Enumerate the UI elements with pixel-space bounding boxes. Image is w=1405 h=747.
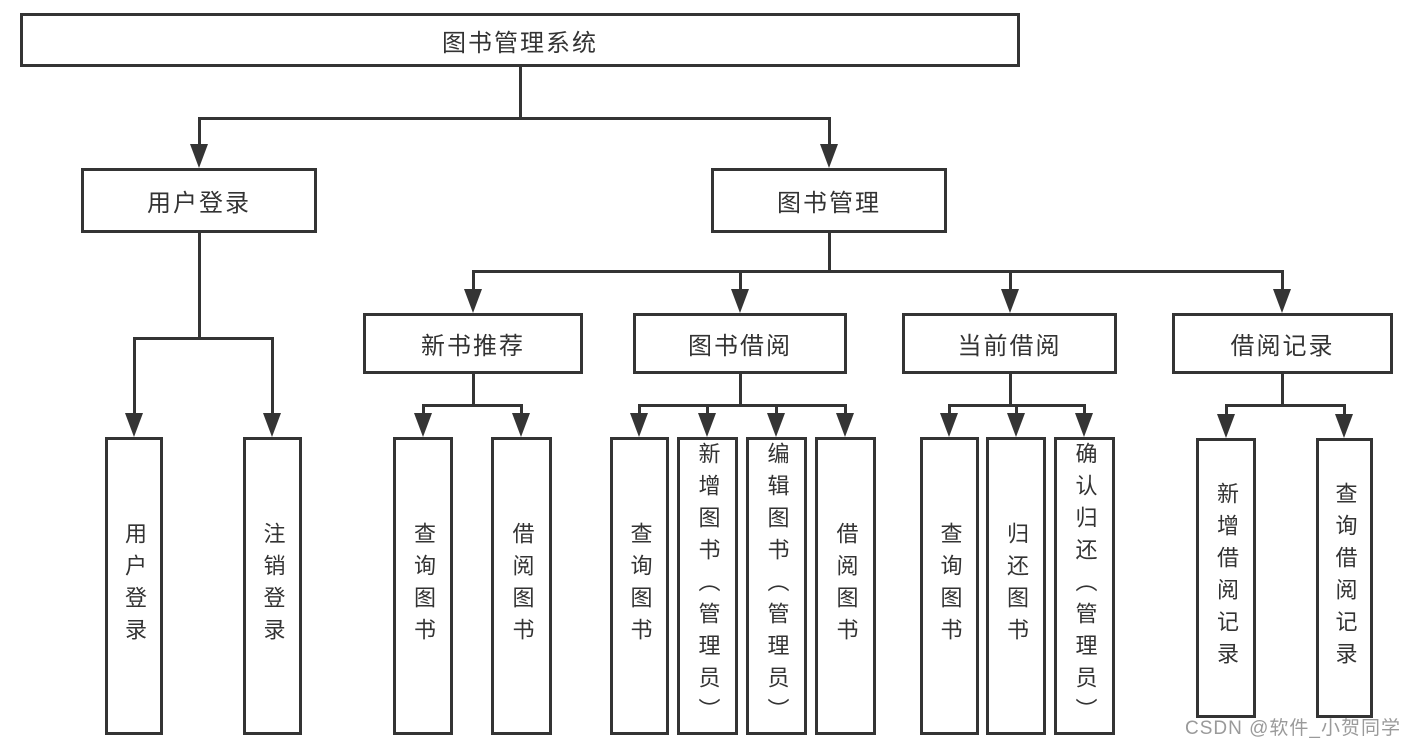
leaf-borrow-book: 借阅图书 bbox=[815, 437, 876, 735]
leaf-label: 新增借阅记录 bbox=[1214, 482, 1239, 674]
leaf-label: 确认归还（管理员） bbox=[1072, 442, 1098, 730]
connector-leaf-drop bbox=[422, 404, 425, 416]
arrow-down-icon bbox=[263, 413, 281, 437]
arrow-down-icon bbox=[464, 289, 482, 313]
leaf-query-book: 查询图书 bbox=[393, 437, 453, 735]
leaf-label: 编辑图书（管理员） bbox=[764, 442, 790, 730]
arrow-down-icon bbox=[1273, 289, 1291, 313]
arrow-down-icon bbox=[630, 413, 648, 437]
connector-leaf-drop bbox=[1083, 404, 1086, 416]
connector-book-mgmt-drop bbox=[828, 117, 831, 145]
connector-leaf-drop bbox=[520, 404, 523, 416]
connector-leaf-drop bbox=[844, 404, 847, 416]
leaf-edit-book-admin: 编辑图书（管理员） bbox=[746, 437, 807, 735]
connector-new-book-rec-trunk bbox=[472, 374, 475, 407]
node-book-mgmt: 图书管理 bbox=[711, 168, 947, 233]
leaf-add-book-admin: 新增图书（管理员） bbox=[677, 437, 738, 735]
leaf-label: 归还图书 bbox=[1004, 522, 1029, 650]
connector-leaf-drop bbox=[706, 404, 709, 416]
connector-user-login-trunk bbox=[198, 233, 201, 337]
leaf-query-borrow-record: 查询借阅记录 bbox=[1316, 438, 1373, 718]
connector-borrow-records-trunk bbox=[1281, 374, 1284, 407]
leaf-query-book: 查询图书 bbox=[610, 437, 669, 735]
arrow-down-icon bbox=[940, 413, 958, 437]
leaf-label: 用户登录 bbox=[122, 522, 147, 650]
leaf-label: 借阅图书 bbox=[833, 522, 859, 650]
connector-current-borrow-trunk bbox=[1009, 374, 1012, 407]
connector-user-login-branch bbox=[133, 337, 274, 340]
node-current-borrow: 当前借阅 bbox=[902, 313, 1117, 374]
leaf-add-borrow-record: 新增借阅记录 bbox=[1196, 438, 1256, 718]
connector-book-mgmt-trunk bbox=[828, 233, 831, 273]
connector-borrow-records-branch bbox=[1225, 404, 1346, 407]
connector-leaf-drop bbox=[638, 404, 641, 416]
leaf-borrow-book: 借阅图书 bbox=[491, 437, 552, 735]
arrow-down-icon bbox=[731, 289, 749, 313]
connector-leaf-drop bbox=[1015, 404, 1018, 416]
connector-leaf-drop bbox=[271, 337, 274, 415]
node-book-borrow: 图书借阅 bbox=[633, 313, 847, 374]
leaf-logout: 注销登录 bbox=[243, 437, 302, 735]
leaf-return-book: 归还图书 bbox=[986, 437, 1046, 735]
leaf-label: 查询图书 bbox=[411, 522, 436, 650]
leaf-label: 查询图书 bbox=[937, 522, 963, 650]
leaf-label: 借阅图书 bbox=[509, 522, 535, 650]
arrow-down-icon bbox=[698, 413, 716, 437]
connector-leaf-drop bbox=[948, 404, 951, 416]
connector-root-trunk bbox=[519, 67, 522, 120]
connector-user-login-drop bbox=[198, 117, 201, 145]
connector-root-branch bbox=[198, 117, 831, 120]
node-borrow-records: 借阅记录 bbox=[1172, 313, 1393, 374]
leaf-confirm-return-admin: 确认归还（管理员） bbox=[1054, 437, 1115, 735]
connector-book-mgmt-branch bbox=[472, 270, 1283, 273]
arrow-down-icon bbox=[414, 413, 432, 437]
leaf-label: 查询图书 bbox=[627, 522, 653, 650]
connector-leaf-drop bbox=[1225, 404, 1228, 416]
leaf-user-login: 用户登录 bbox=[105, 437, 163, 735]
connector-level3-drop bbox=[472, 270, 475, 291]
arrow-down-icon bbox=[1007, 413, 1025, 437]
leaf-label: 注销登录 bbox=[260, 522, 286, 650]
connector-leaf-drop bbox=[133, 337, 136, 415]
arrow-down-icon bbox=[1001, 289, 1019, 313]
connector-level3-drop bbox=[1009, 270, 1012, 291]
connector-book-borrow-trunk bbox=[739, 374, 742, 407]
node-user-login: 用户登录 bbox=[81, 168, 317, 233]
arrow-down-icon bbox=[820, 144, 838, 168]
leaf-label: 新增图书（管理员） bbox=[695, 442, 721, 730]
connector-level3-drop bbox=[1281, 270, 1284, 291]
node-new-book-rec: 新书推荐 bbox=[363, 313, 583, 374]
arrow-down-icon bbox=[836, 413, 854, 437]
leaf-label: 查询借阅记录 bbox=[1332, 482, 1358, 674]
leaf-query-book: 查询图书 bbox=[920, 437, 979, 735]
connector-new-book-rec-branch bbox=[422, 404, 523, 407]
connector-level3-drop bbox=[739, 270, 742, 291]
arrow-down-icon bbox=[1075, 413, 1093, 437]
connector-book-borrow-branch bbox=[638, 404, 847, 407]
arrow-down-icon bbox=[125, 413, 143, 437]
arrow-down-icon bbox=[1217, 414, 1235, 438]
arrow-down-icon bbox=[512, 413, 530, 437]
connector-leaf-drop bbox=[775, 404, 778, 416]
node-root: 图书管理系统 bbox=[20, 13, 1020, 67]
arrow-down-icon bbox=[190, 144, 208, 168]
watermark: CSDN @软件_小贺同学 bbox=[1185, 718, 1401, 739]
arrow-down-icon bbox=[767, 413, 785, 437]
connector-leaf-drop bbox=[1343, 404, 1346, 416]
arrow-down-icon bbox=[1335, 414, 1353, 438]
